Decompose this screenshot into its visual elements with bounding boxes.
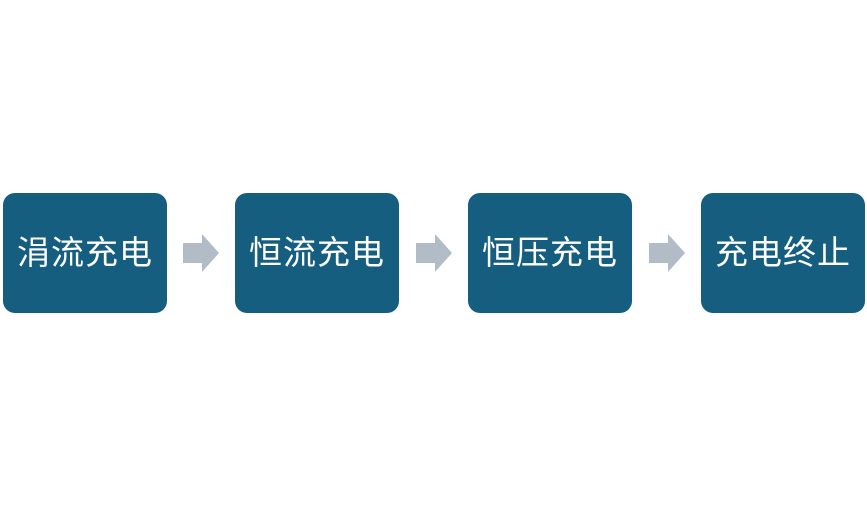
step-constant-voltage-charge: 恒压充电 — [468, 193, 632, 313]
step-charge-termination: 充电终止 — [701, 193, 865, 313]
step-label: 恒流充电 — [249, 233, 385, 272]
step-label: 恒压充电 — [482, 233, 618, 272]
step-label: 充电终止 — [715, 233, 851, 272]
right-arrow-icon — [416, 234, 452, 272]
step-constant-current-charge: 恒流充电 — [235, 193, 399, 313]
step-label: 涓流充电 — [17, 233, 153, 272]
step-trickle-charge: 涓流充电 — [3, 193, 167, 313]
right-arrow-icon — [649, 234, 685, 272]
right-arrow-icon — [183, 234, 219, 272]
